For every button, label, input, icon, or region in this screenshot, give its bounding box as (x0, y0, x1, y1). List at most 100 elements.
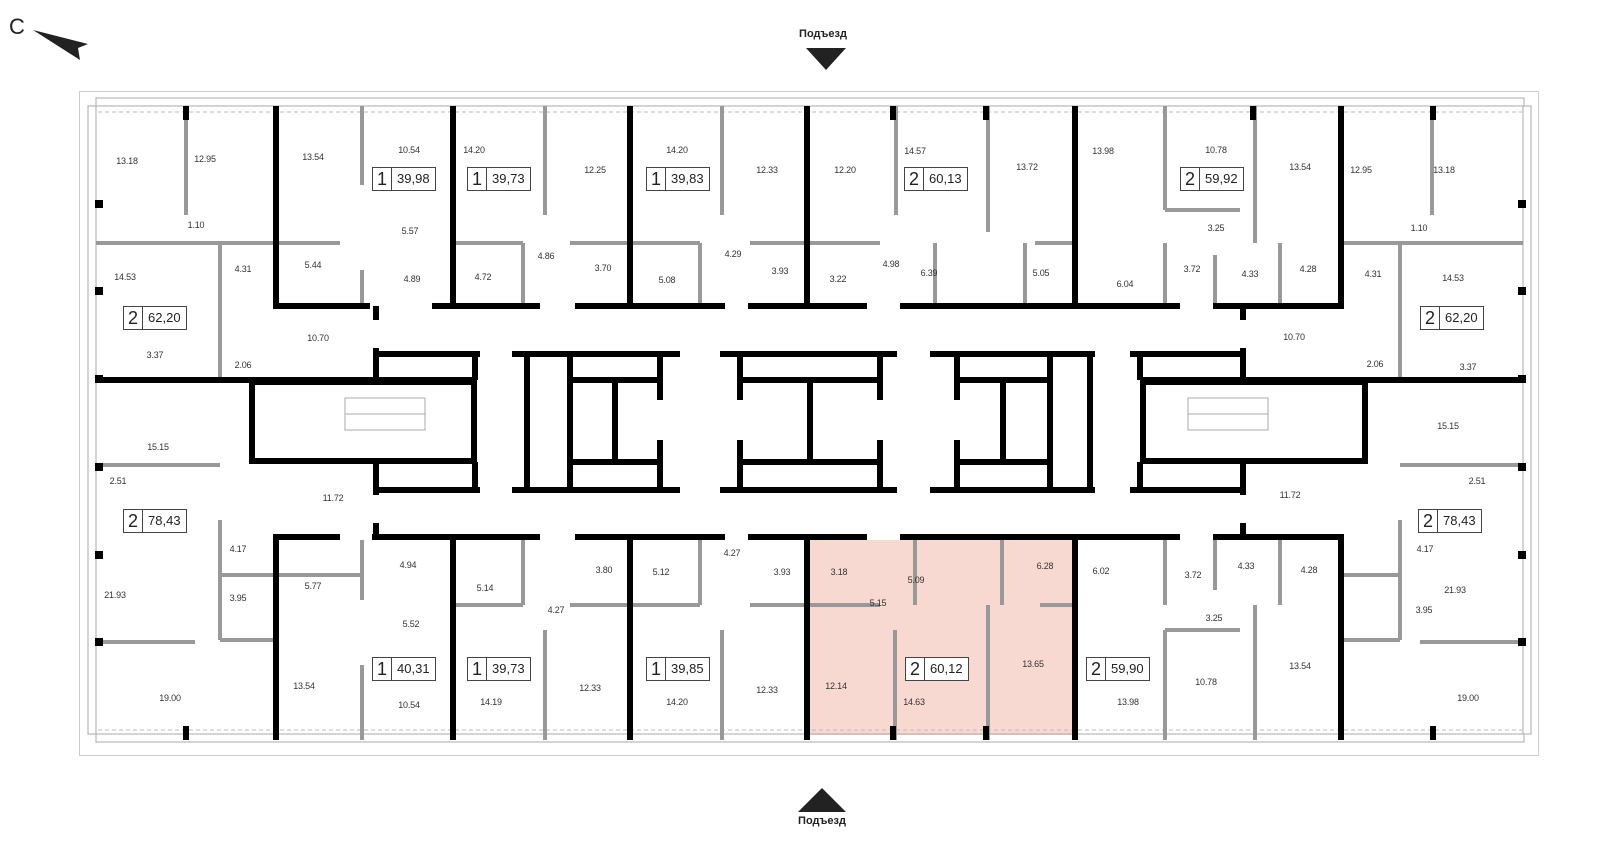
room-area-label: 5.12 (652, 567, 670, 577)
room-area-label: 4.31 (234, 264, 252, 274)
bearing-walls (96, 106, 1523, 740)
apartment-area: 39,73 (492, 171, 525, 186)
apartment-rooms-count: 2 (124, 307, 144, 329)
apartment-area: 62,20 (148, 310, 181, 325)
room-area-label: 3.70 (594, 263, 612, 273)
room-area-label: 14.63 (903, 697, 925, 707)
apartment-area: 59,92 (1205, 171, 1238, 186)
room-area-label: 4.94 (399, 560, 417, 570)
room-area-label: 14.20 (666, 145, 688, 155)
apartment-area: 78,43 (148, 513, 181, 528)
room-area-label: 5.44 (304, 260, 322, 270)
apartment-area: 39,85 (671, 661, 704, 676)
room-area-label: 4.17 (229, 544, 247, 554)
room-area-label: 4.27 (547, 605, 565, 615)
room-area-label: 13.72 (1016, 162, 1038, 172)
apartment-area: 39,83 (671, 171, 704, 186)
room-area-label: 3.93 (773, 567, 791, 577)
room-area-label: 13.65 (1022, 659, 1044, 669)
room-area-label: 21.93 (104, 590, 126, 600)
room-area-label: 3.25 (1207, 223, 1225, 233)
room-area-label: 12.33 (756, 165, 778, 175)
room-area-label: 4.28 (1300, 565, 1318, 575)
room-area-label: 5.09 (907, 575, 925, 585)
room-area-label: 2.51 (1468, 476, 1486, 486)
apartment-rooms-count: 2 (1421, 307, 1441, 329)
room-area-label: 10.78 (1205, 145, 1227, 155)
apartment-area: 60,13 (929, 171, 962, 186)
apartment-rooms-count: 2 (1419, 510, 1439, 532)
entrance-bottom-label: Подъезд (798, 815, 846, 827)
apartment-rooms-count: 2 (1087, 658, 1107, 680)
room-area-label: 3.93 (771, 266, 789, 276)
room-area-label: 3.25 (1205, 613, 1223, 623)
room-area-label: 11.72 (322, 493, 344, 503)
room-area-label: 4.33 (1241, 269, 1259, 279)
room-area-label: 19.00 (159, 693, 181, 703)
room-area-label: 3.95 (229, 593, 247, 603)
room-area-label: 5.52 (402, 619, 420, 629)
room-area-label: 13.54 (302, 152, 324, 162)
room-area-label: 5.05 (1032, 268, 1050, 278)
room-area-label: 5.08 (658, 275, 676, 285)
room-area-label: 4.86 (537, 251, 555, 261)
room-area-label: 12.20 (834, 165, 856, 175)
room-area-label: 14.57 (904, 146, 926, 156)
room-area-label: 13.54 (1289, 162, 1311, 172)
room-area-label: 3.22 (829, 274, 847, 284)
north-arrow-icon (33, 30, 88, 60)
room-area-label: 4.89 (403, 274, 421, 284)
room-area-label: 12.25 (584, 165, 606, 175)
room-area-label: 4.31 (1364, 269, 1382, 279)
entrance-bottom-arrow-icon (798, 788, 846, 812)
entrance-top-arrow-icon (806, 48, 846, 70)
room-area-label: 5.77 (304, 581, 322, 591)
compass-label: С (9, 14, 25, 39)
room-area-label: 6.02 (1092, 566, 1110, 576)
room-area-label: 15.15 (1437, 421, 1459, 431)
room-area-label: 4.28 (1299, 264, 1317, 274)
apartment-rooms-count: 1 (647, 658, 667, 680)
apartment-rooms-count: 1 (647, 168, 667, 190)
apartment-area: 39,73 (492, 661, 525, 676)
room-area-label: 14.19 (480, 697, 502, 707)
stairs (344, 397, 1269, 431)
room-area-label: 11.72 (1279, 490, 1301, 500)
room-area-label: 3.37 (146, 350, 164, 360)
room-area-label: 14.20 (666, 697, 688, 707)
apartment-area: 40,31 (397, 661, 430, 676)
apartment-area: 39,98 (397, 171, 430, 186)
room-area-label: 5.15 (869, 598, 887, 608)
selected-apartment-highlight[interactable] (810, 540, 1074, 735)
room-area-label: 10.54 (398, 700, 420, 710)
room-area-label: 13.54 (1289, 661, 1311, 671)
room-area-label: 13.98 (1092, 146, 1114, 156)
room-area-label: 1.10 (1410, 223, 1428, 233)
apartment-rooms-count: 2 (124, 510, 144, 532)
room-area-label: 13.98 (1117, 697, 1139, 707)
room-area-label: 10.70 (1283, 332, 1305, 342)
room-area-label: 3.18 (830, 567, 848, 577)
room-area-label: 4.27 (723, 548, 741, 558)
room-area-label: 13.18 (116, 156, 138, 166)
apartment-rooms-count: 2 (906, 658, 926, 680)
room-area-label: 4.72 (474, 272, 492, 282)
entrance-top-label: Подъезд (799, 28, 847, 40)
apartment-rooms-count: 1 (468, 168, 488, 190)
room-area-label: 12.33 (756, 685, 778, 695)
